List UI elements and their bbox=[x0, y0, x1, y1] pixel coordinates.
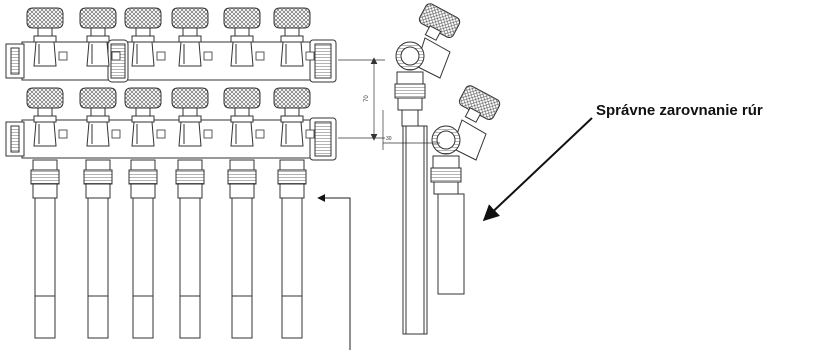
dimension-70 bbox=[338, 57, 385, 141]
dimension-30 bbox=[382, 110, 440, 150]
lower-valve-3 bbox=[124, 87, 162, 147]
upper-valve-2 bbox=[79, 7, 117, 67]
pipe-2 bbox=[83, 159, 113, 339]
alignment-arrow bbox=[482, 117, 593, 222]
pipe-1 bbox=[30, 159, 60, 339]
lower-valve-5 bbox=[223, 87, 261, 147]
manifold-bars bbox=[5, 39, 337, 161]
dimension-70-label: 70 bbox=[364, 95, 370, 102]
upper-valve-6 bbox=[273, 7, 311, 67]
upper-manifold-bar bbox=[21, 41, 323, 81]
lower-valve-1 bbox=[26, 87, 64, 147]
reference-arrow bbox=[317, 194, 351, 350]
lower-manifold-bar bbox=[21, 119, 323, 159]
pipe-4 bbox=[175, 159, 205, 339]
lower-valve-2 bbox=[79, 87, 117, 147]
alignment-caption: Správne zarovnanie rúr bbox=[596, 102, 763, 119]
upper-valve-5 bbox=[223, 7, 261, 67]
pipe-row bbox=[30, 159, 307, 339]
upper-valve-row bbox=[26, 7, 315, 67]
side-view-lower-valve bbox=[430, 85, 501, 295]
dimension-30-label: 30 bbox=[386, 136, 392, 142]
upper-valve-3 bbox=[124, 7, 162, 67]
lower-valve-4 bbox=[171, 87, 209, 147]
side-view-upper-valve bbox=[394, 3, 461, 335]
pipe-5 bbox=[227, 159, 257, 339]
upper-valve-1 bbox=[26, 7, 64, 67]
upper-valve-4 bbox=[171, 7, 209, 67]
lower-valve-6 bbox=[273, 87, 311, 147]
lower-valve-row bbox=[26, 87, 315, 147]
pipe-6 bbox=[277, 159, 307, 339]
pipe-3 bbox=[128, 159, 158, 339]
